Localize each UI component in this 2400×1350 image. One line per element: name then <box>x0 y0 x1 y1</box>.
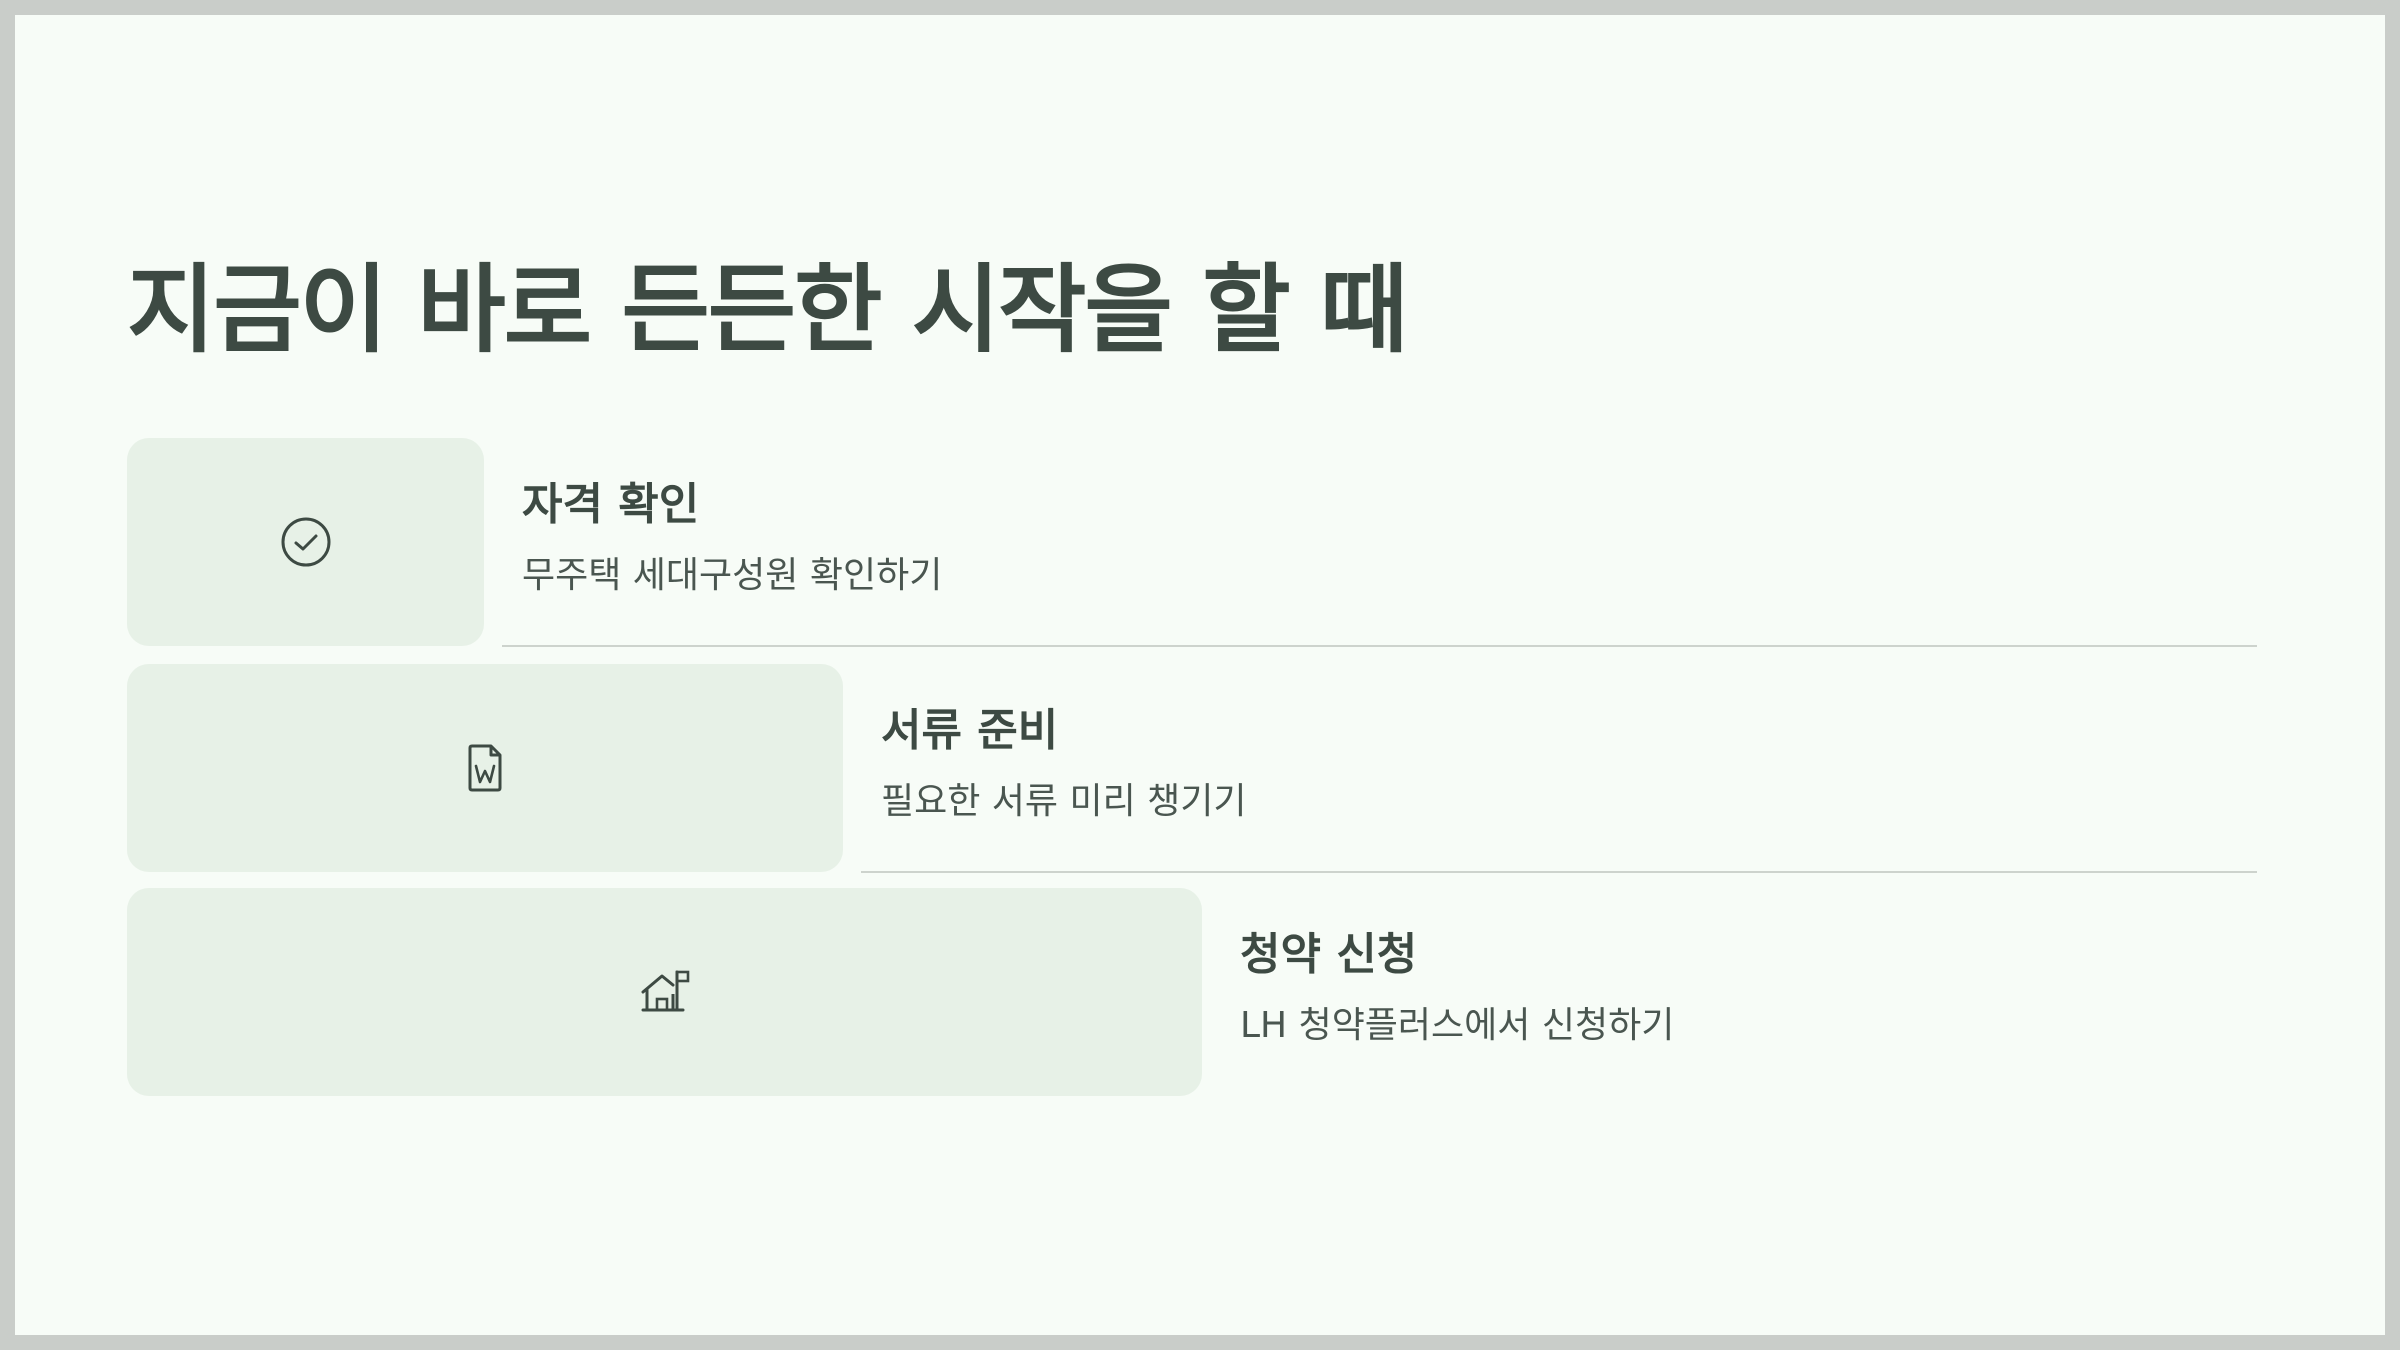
step-description: LH 청약플러스에서 신청하기 <box>1240 1005 1675 1046</box>
step-title: 자격 확인 <box>522 479 700 530</box>
step-icon-box <box>127 888 1202 1096</box>
step-application: 청약 신청 LH 청약플러스에서 신청하기 <box>127 888 2270 1096</box>
step-description: 무주택 세대구성원 확인하기 <box>522 555 943 596</box>
step-icon-box <box>127 664 843 872</box>
step-documents: 서류 준비 필요한 서류 미리 챙기기 <box>127 664 2270 873</box>
divider <box>502 645 2257 647</box>
slide-title: 지금이 바로 든든한 시작을 할 때 <box>127 254 1408 366</box>
check-circle-icon <box>281 517 330 567</box>
word-document-icon <box>468 744 502 792</box>
house-flag-icon <box>641 970 689 1012</box>
step-icon-box <box>127 438 484 646</box>
step-title: 서류 준비 <box>881 705 1059 756</box>
step-title: 청약 신청 <box>1240 929 1418 980</box>
divider <box>861 871 2257 873</box>
slide: 지금이 바로 든든한 시작을 할 때 자격 확인 무주택 세대구성원 확인하기 … <box>15 15 2385 1335</box>
step-description: 필요한 서류 미리 챙기기 <box>881 781 1247 822</box>
step-eligibility: 자격 확인 무주택 세대구성원 확인하기 <box>127 438 2270 647</box>
